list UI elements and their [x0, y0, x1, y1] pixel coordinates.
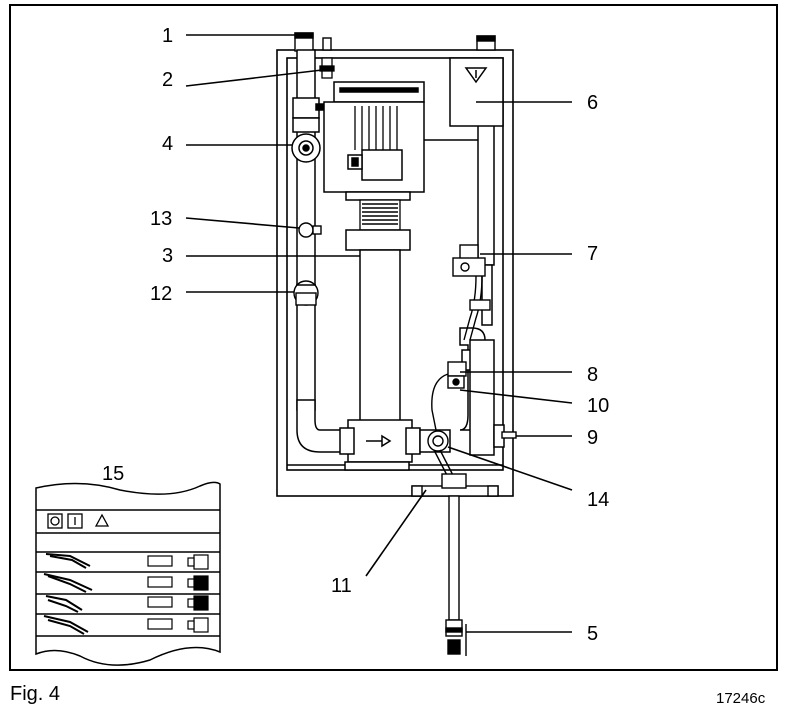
warning-triangle-icon — [94, 513, 110, 527]
flow-sensor — [293, 280, 319, 306]
vent-valve — [319, 57, 335, 79]
callout-3: 3 — [162, 245, 173, 267]
callout-2: 2 — [162, 69, 173, 91]
arrow-icon — [366, 434, 392, 448]
label-card — [35, 481, 221, 666]
top-connectors — [294, 32, 496, 52]
figure-border — [9, 4, 778, 671]
pump-body — [339, 229, 421, 471]
drain-tray — [411, 473, 499, 497]
callout-9: 9 — [587, 427, 598, 449]
solenoid-valve — [452, 244, 491, 341]
nozzle — [501, 431, 517, 439]
pump-coupling — [359, 199, 401, 231]
leader-lines — [185, 34, 573, 633]
power-on-icon — [67, 513, 83, 529]
power-off-icon — [47, 513, 63, 529]
control-box — [424, 57, 504, 141]
callout-15: 15 — [102, 463, 124, 485]
callout-14: 14 — [587, 489, 609, 511]
ball-valve — [291, 97, 331, 163]
pump-motor — [323, 81, 425, 201]
callout-6: 6 — [587, 92, 598, 114]
figure-caption: Fig. 4 — [10, 683, 61, 705]
callout-12: 12 — [150, 283, 172, 305]
callout-7: 7 — [587, 243, 598, 265]
callout-11: 11 — [331, 575, 352, 597]
callout-1: 1 — [162, 25, 173, 47]
top-right-pipe — [477, 124, 495, 326]
callout-13: 13 — [150, 208, 172, 230]
callout-4: 4 — [162, 133, 173, 155]
figure-code: 17246c — [716, 690, 766, 707]
callout-8: 8 — [587, 364, 598, 386]
pressure-gauge — [298, 222, 322, 238]
label-card-rows — [43, 553, 209, 635]
discharge-pipe — [419, 327, 505, 456]
drain-pipe — [445, 495, 467, 656]
callout-5: 5 — [587, 623, 598, 645]
pressure-switch — [431, 361, 467, 441]
callout-10: 10 — [587, 395, 609, 417]
